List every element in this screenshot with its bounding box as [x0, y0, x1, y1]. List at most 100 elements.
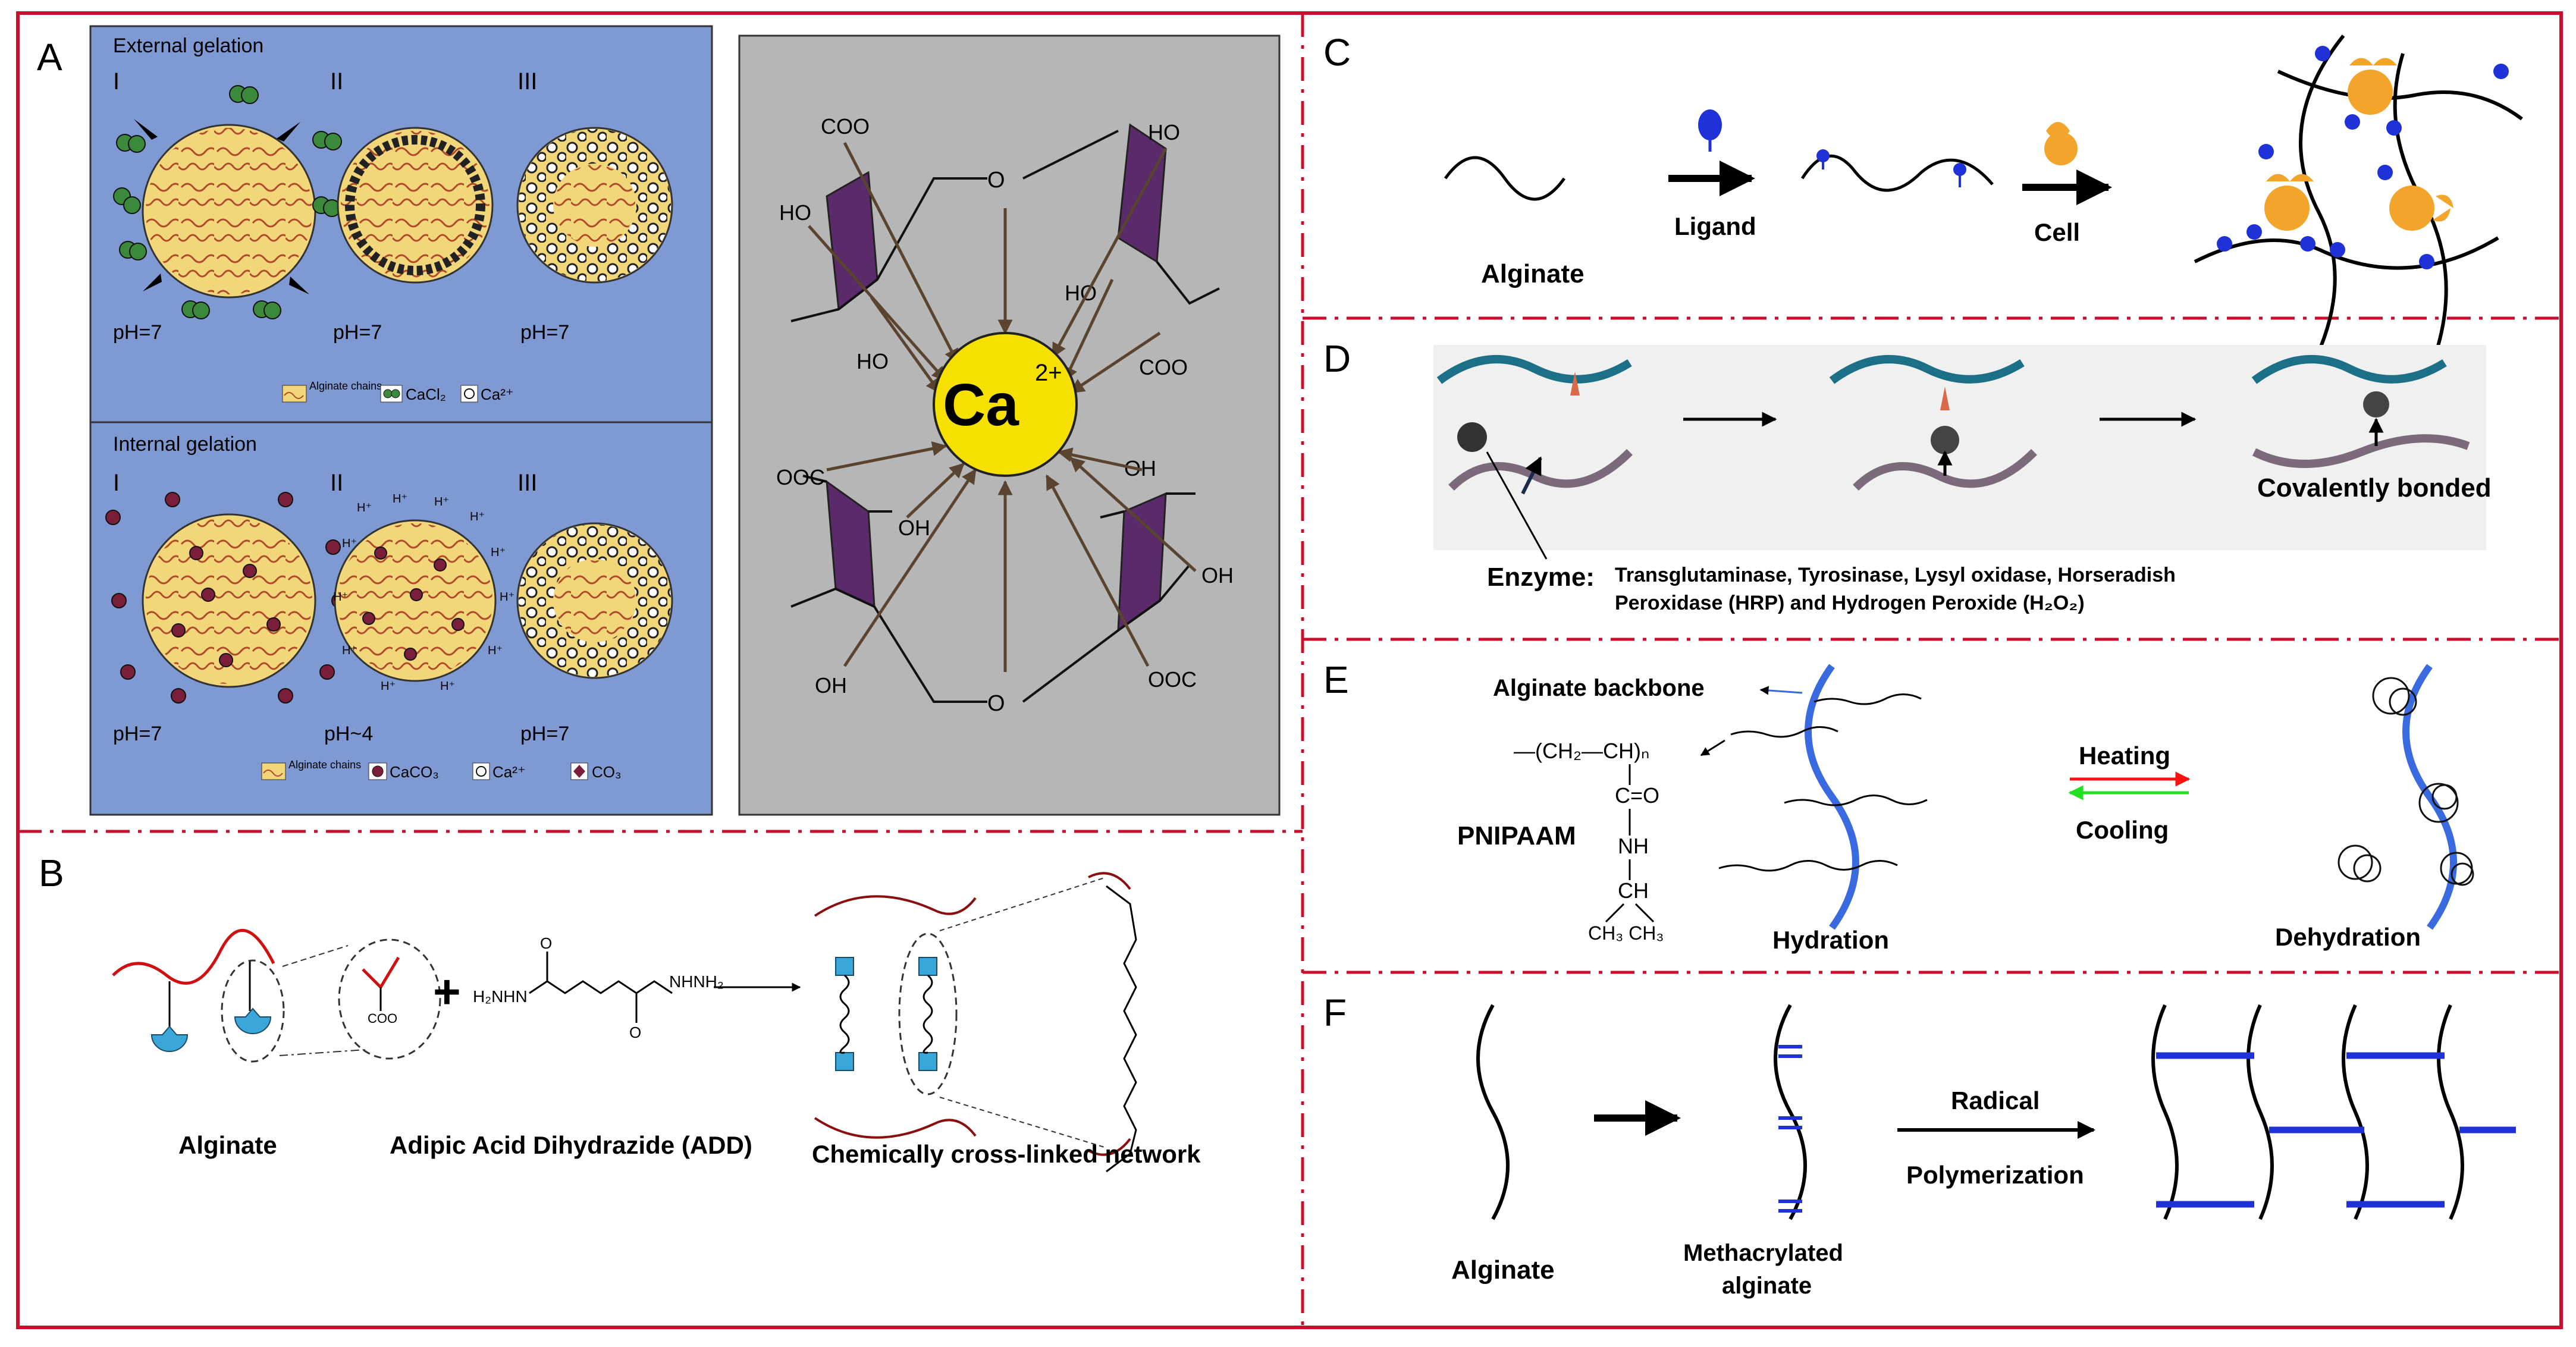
plus-sign: + [433, 965, 461, 1018]
ext-legend-cacl2: CaCl₂ [406, 385, 446, 403]
external-gelation-title: External gelation [113, 34, 263, 57]
d-enzyme-line2: Peroxidase (HRP) and Hydrogen Peroxide (… [1615, 592, 2085, 614]
svg-text:H⁺: H⁺ [470, 510, 485, 523]
caption-alginate-b: Alginate [178, 1131, 277, 1159]
ca-ion [933, 332, 1078, 477]
svg-text:HO: HO [779, 200, 811, 225]
int-legend-ca: Ca²⁺ [492, 763, 526, 781]
svg-text:OOC: OOC [776, 465, 825, 489]
svg-text:OH: OH [1201, 563, 1234, 588]
svg-text:CH₃ CH₃: CH₃ CH₃ [1588, 922, 1664, 944]
svg-text:H⁺: H⁺ [393, 492, 407, 505]
svg-text:OH: OH [815, 673, 847, 698]
f-polymerization: Polymerization [1906, 1161, 2084, 1189]
svg-text:H⁺: H⁺ [381, 680, 396, 693]
svg-text:O: O [987, 691, 1005, 716]
panel-b-letter: B [39, 852, 64, 894]
ext-legend-chains: Alginate chains [309, 380, 382, 392]
svg-text:O: O [987, 168, 1005, 193]
ext-bead-2 [337, 127, 494, 284]
ext-stage-3: III [517, 68, 537, 95]
svg-text:H⁺: H⁺ [342, 537, 357, 550]
int-ph-2: pH~4 [324, 723, 373, 745]
svg-text:H⁺: H⁺ [500, 591, 514, 604]
d-covalent: Covalently bonded [2257, 473, 2492, 503]
svg-text:H⁺: H⁺ [488, 644, 503, 657]
int-legend-co3: CO₃ [592, 763, 622, 781]
svg-text:HO: HO [856, 349, 889, 373]
svg-text:H⁺: H⁺ [333, 591, 348, 604]
h-ions: H⁺ H⁺ H⁺ H⁺ H⁺ H⁺ H⁺ H⁺ H⁺ H⁺ H⁺ H⁺ [333, 492, 514, 693]
caption-network: Chemically cross-linked network [812, 1140, 1201, 1168]
e-hydration: Hydration [1772, 926, 1889, 954]
svg-text:H⁺: H⁺ [434, 495, 449, 508]
svg-text:OOC: OOC [1148, 667, 1197, 692]
ext-bead-1 [113, 85, 342, 319]
internal-gelation-title: Internal gelation [113, 433, 257, 456]
svg-text:COO: COO [1139, 355, 1188, 379]
e-formula: —(CH₂—CH)ₙ [1514, 739, 1649, 763]
c-cell: Cell [2034, 218, 2080, 246]
ca-symbol: Ca [943, 372, 1019, 438]
panel-e-letter: E [1323, 658, 1349, 701]
c-alginate: Alginate [1481, 259, 1584, 288]
f-meth2: alginate [1722, 1273, 1812, 1299]
figure-frame [16, 11, 2563, 1329]
svg-text:H⁺: H⁺ [357, 501, 372, 514]
panel-c-letter: C [1323, 31, 1351, 74]
ca-binding-diagram: O O COO HO HO HO HO COO OOC OH OH OH OH … [738, 34, 1281, 816]
coo-top: COO [821, 114, 870, 139]
svg-text:H₂NHN: H₂NHN [473, 987, 528, 1006]
svg-text:NH: NH [1618, 834, 1649, 858]
ext-ph-3: pH=7 [520, 321, 569, 344]
int-bead-3 [516, 522, 673, 679]
ext-legend: Alginate chains CaCl₂ Ca²⁺ [282, 380, 514, 403]
panel-c: C Alginate Ligand Cell [1323, 31, 2523, 376]
svg-text:O: O [540, 934, 552, 952]
svg-text:O: O [629, 1023, 641, 1041]
d-enzyme-label: Enzyme: [1487, 563, 1595, 592]
ext-stage-1: I [113, 68, 120, 95]
c-ligand: Ligand [1674, 212, 1756, 240]
coo-label: COO [368, 1011, 397, 1026]
svg-text:CH: CH [1618, 878, 1649, 903]
panel-b: B COO + H₂NHN O O NHNH₂ [39, 852, 1201, 1173]
int-ph-3: pH=7 [520, 723, 569, 745]
f-radical: Radical [1951, 1087, 2040, 1114]
int-ph-1: pH=7 [113, 723, 162, 745]
panel-a: A External gelation I II III [37, 25, 1281, 816]
int-stage-3: III [517, 470, 537, 496]
panel-a-letter: A [37, 36, 62, 79]
int-bead-2: H⁺ H⁺ H⁺ H⁺ H⁺ H⁺ H⁺ H⁺ H⁺ H⁺ H⁺ H⁺ [333, 492, 514, 693]
e-heating: Heating [2079, 742, 2170, 770]
svg-text:H⁺: H⁺ [440, 680, 455, 693]
panel-d: D Covalently bonded Enzyme: Transglutami… [1323, 337, 2492, 614]
ext-ph-2: pH=7 [333, 321, 382, 344]
ext-bead-3 [516, 127, 673, 284]
int-stage-1: I [113, 470, 120, 496]
int-legend-caco3: CaCO₃ [390, 763, 439, 781]
svg-text:C=O: C=O [1615, 783, 1659, 808]
ext-stage-2: II [330, 68, 343, 95]
d-enzyme-line1: Transglutaminase, Tyrosinase, Lysyl oxid… [1615, 564, 2176, 586]
panel-f-letter: F [1323, 991, 1347, 1034]
panel-f: F Alginate Methacrylated alginate Radica… [1323, 991, 2516, 1299]
int-stage-2: II [330, 470, 343, 496]
caption-add: Adipic Acid Dihydrazide (ADD) [390, 1131, 752, 1159]
svg-text:H⁺: H⁺ [342, 644, 357, 657]
f-alginate: Alginate [1451, 1255, 1555, 1285]
svg-text:H⁺: H⁺ [491, 546, 506, 559]
int-legend: Alginate chains CaCO₃ Ca²⁺ CO₃ [261, 759, 622, 781]
panel-dividers [18, 13, 2561, 1327]
e-dehydration: Dehydration [2275, 923, 2421, 951]
int-legend-chains: Alginate chains [288, 759, 361, 771]
ext-ph-1: pH=7 [113, 321, 162, 344]
e-cooling: Cooling [2076, 816, 2169, 844]
ca-charge: 2+ [1035, 360, 1062, 386]
panel-e: E Alginate backbone —(CH₂—CH)ₙ C=O NH CH… [1323, 658, 2474, 954]
svg-text:OH: OH [898, 516, 930, 540]
panel-d-letter: D [1323, 337, 1351, 380]
svg-text:HO: HO [1148, 120, 1180, 145]
